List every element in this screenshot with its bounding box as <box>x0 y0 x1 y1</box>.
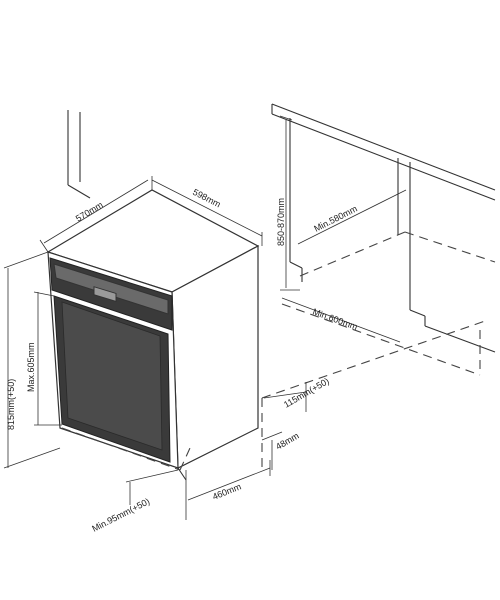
niche-width-label: Min.580mm <box>312 204 358 234</box>
dishwasher <box>46 189 260 481</box>
plinth-height-label: 115mm(+50) <box>282 376 331 410</box>
dimension-lines <box>3 115 407 520</box>
niche-depth-label: Min.600mm <box>311 306 359 331</box>
kitchen-niche <box>261 103 496 470</box>
width-label: 598mm <box>191 187 222 210</box>
control-panel-strip <box>53 263 169 315</box>
adjacent-cabinet-left <box>67 110 91 199</box>
foot-height-label: Min.95mm(+50) <box>90 496 151 534</box>
plinth-depth-label: 460mm <box>211 481 243 502</box>
display-window <box>93 286 117 303</box>
height-label: 815mm(+50) <box>6 379 16 430</box>
door-inner <box>61 301 163 451</box>
depth-label: 570mm <box>74 200 105 224</box>
door-height-label: Max.605mm <box>26 342 36 392</box>
niche-height-label: 850-870mm <box>276 198 286 246</box>
